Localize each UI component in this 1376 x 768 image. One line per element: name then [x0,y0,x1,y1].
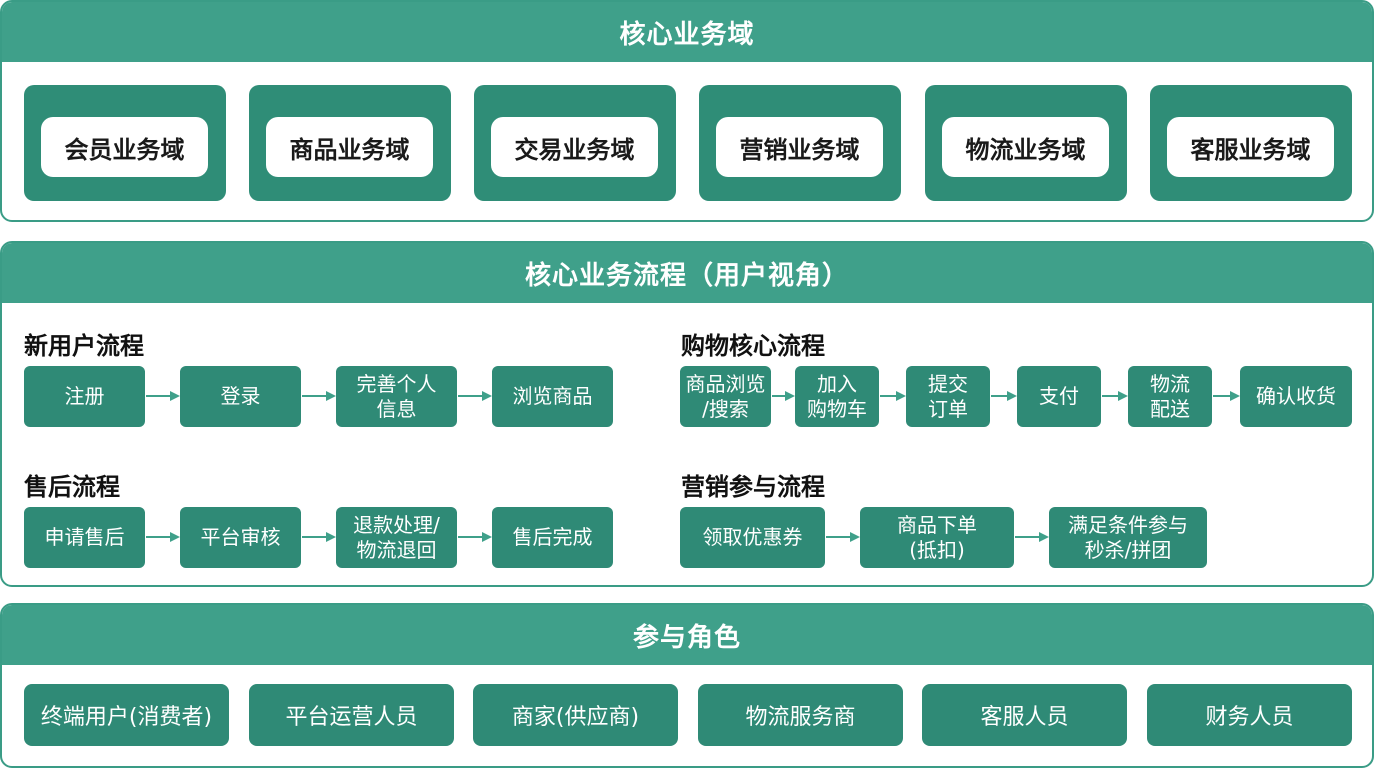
shopping-flow-title: 购物核心流程 [681,332,825,360]
domain-label: 客服业务域 [1167,117,1334,177]
new-user-flow-title: 新用户流程 [24,332,144,360]
domain-tile-trade: 交易业务域 [474,85,676,201]
domain-label: 交易业务域 [491,117,658,177]
core-processes-title: 核心业务流程（用户视角） [2,243,1372,303]
role-finance: 财务人员 [1147,684,1352,746]
domain-tile-logistics: 物流业务域 [925,85,1127,201]
role-logistics: 物流服务商 [698,684,903,746]
flow-step: 登录 [180,366,301,427]
domain-label: 物流业务域 [942,117,1109,177]
domain-label: 商品业务域 [266,117,433,177]
flow-step: 完善个人 信息 [336,366,457,427]
domain-tile-marketing: 营销业务域 [699,85,901,201]
role-customer-service: 客服人员 [922,684,1127,746]
flow-step: 退款处理/ 物流退回 [336,507,457,568]
flow-step: 支付 [1017,366,1101,427]
flow-step: 加入 购物车 [795,366,879,427]
flow-step: 满足条件参与 秒杀/拼团 [1049,507,1207,568]
roles-title: 参与角色 [2,605,1372,665]
domain-tile-service: 客服业务域 [1150,85,1352,201]
marketing-flow-title: 营销参与流程 [681,473,825,501]
role-merchant: 商家(供应商) [473,684,678,746]
domain-tile-member: 会员业务域 [24,85,226,201]
role-operator: 平台运营人员 [249,684,454,746]
after-sales-flow-title: 售后流程 [24,473,120,501]
flow-step: 注册 [24,366,145,427]
domain-label: 会员业务域 [41,117,208,177]
role-consumer: 终端用户(消费者) [24,684,229,746]
flow-step: 浏览商品 [492,366,613,427]
flow-step: 提交 订单 [906,366,990,427]
flow-step: 物流 配送 [1128,366,1212,427]
flow-step: 售后完成 [492,507,613,568]
flow-step: 平台审核 [180,507,301,568]
domain-tile-product: 商品业务域 [249,85,451,201]
roles-panel: 参与角色 [0,603,1374,768]
domain-label: 营销业务域 [716,117,883,177]
core-domains-title: 核心业务域 [2,2,1372,62]
flow-step: 领取优惠券 [680,507,825,568]
flow-step: 商品浏览 /搜索 [680,366,771,427]
flow-step: 申请售后 [24,507,145,568]
flow-step: 商品下单 (抵扣) [860,507,1014,568]
core-domains-panel: 核心业务域 [0,0,1374,222]
flow-step: 确认收货 [1240,366,1352,427]
